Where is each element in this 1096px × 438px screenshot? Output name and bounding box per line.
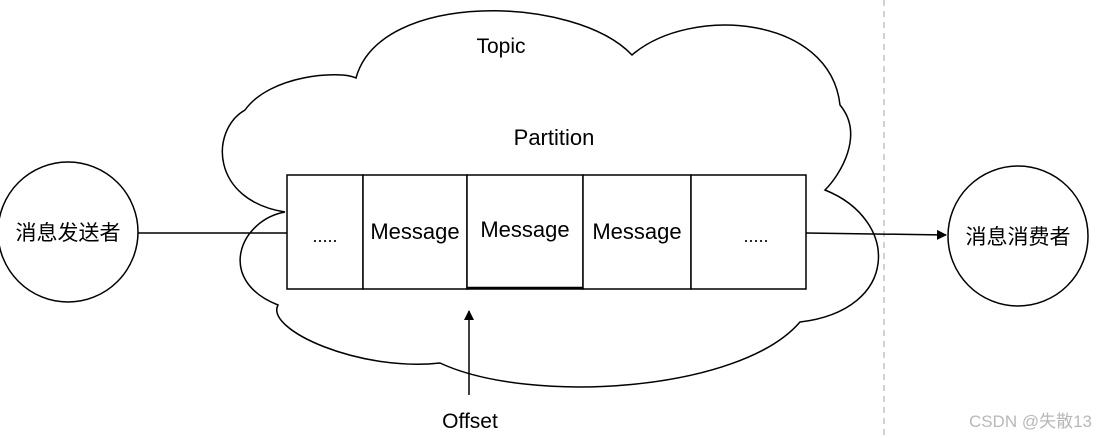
cell-5-text: ..... [743, 226, 768, 246]
cell-2-text: Message [370, 219, 459, 244]
watermark-text: CSDN @失散13 [969, 412, 1092, 431]
consumer-arrow [805, 229, 947, 240]
consumer-node [947, 165, 1089, 307]
cell-1-text: ..... [312, 226, 337, 246]
partition-cell-4 [582, 174, 692, 290]
partition-cell-3 [466, 174, 584, 290]
partition-cell-2 [362, 174, 468, 290]
partition-box [286, 174, 807, 290]
producer-label: 消息发送者 [16, 221, 121, 245]
producer-node [0, 161, 139, 303]
topic-label: Topic [476, 35, 525, 58]
partition-cell-1 [286, 174, 364, 290]
cell-3-text: Message [480, 217, 569, 242]
offset-label: Offset [442, 410, 498, 433]
partition-label: Partition [514, 125, 595, 150]
cell-4-text: Message [592, 219, 681, 244]
consumer-label: 消息消费者 [966, 225, 1071, 249]
partition-cell-5 [690, 174, 807, 290]
